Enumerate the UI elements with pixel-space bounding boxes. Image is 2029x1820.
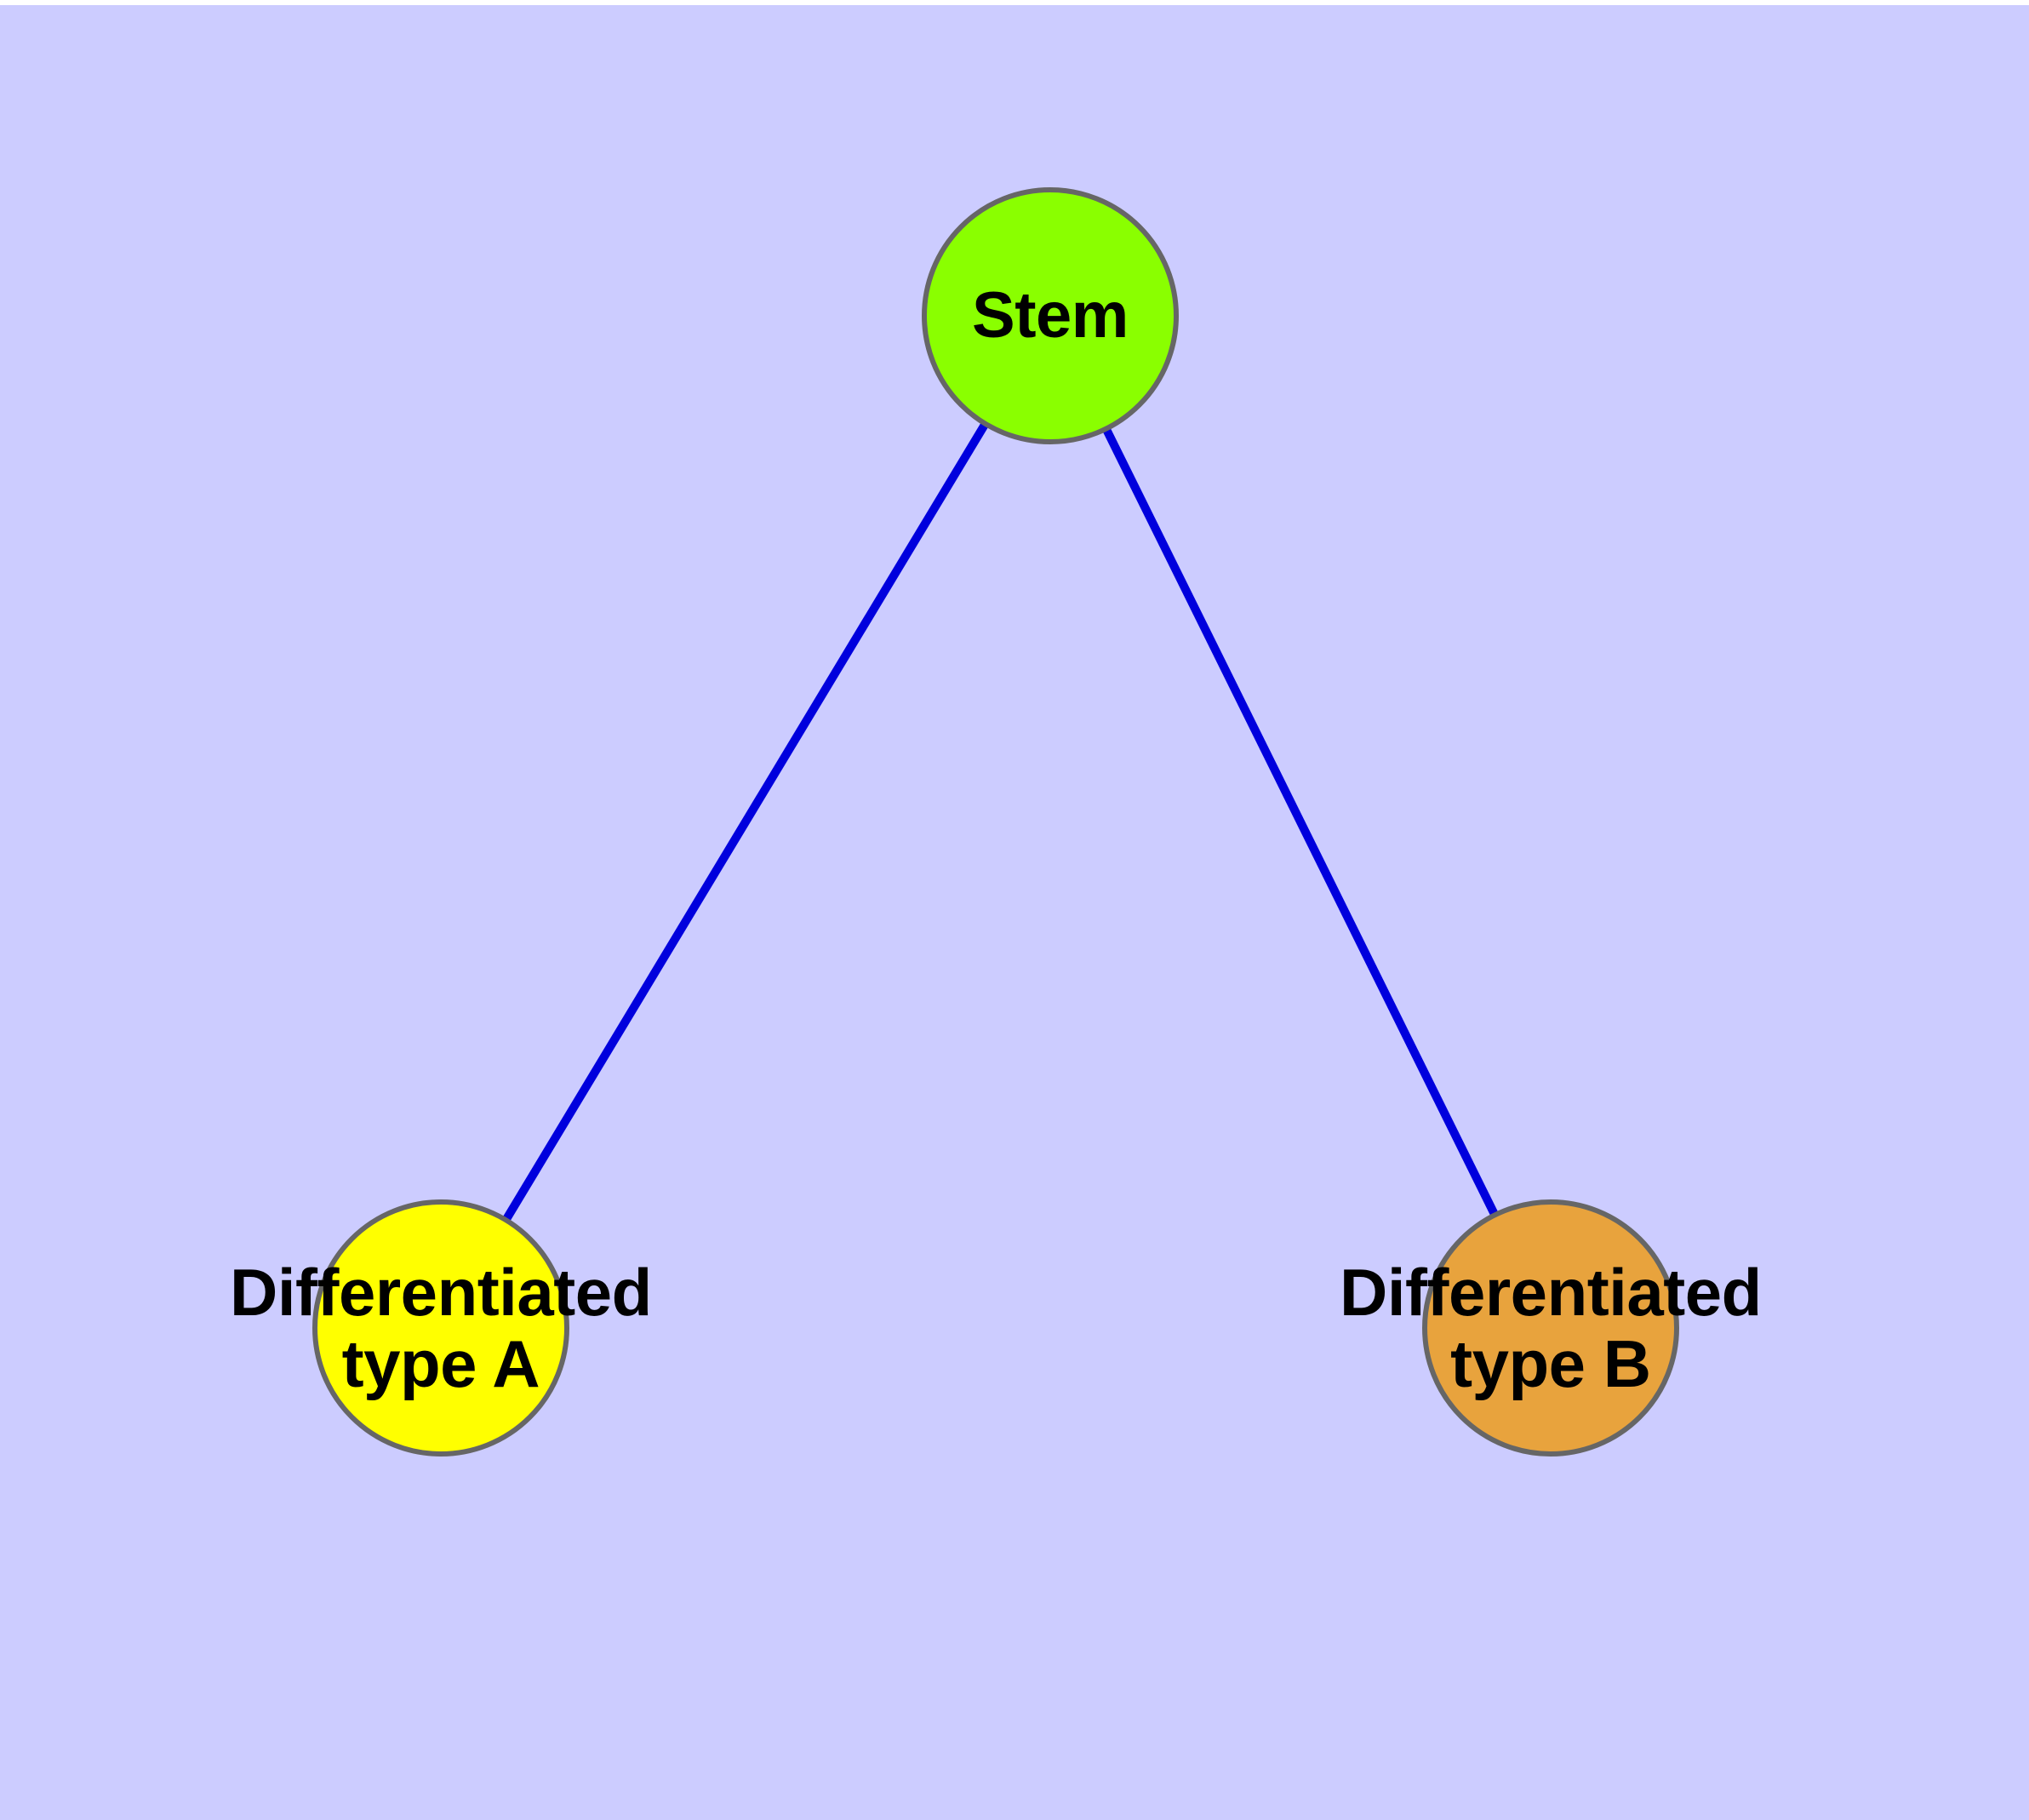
graph-node-diff_a[interactable]	[312, 1199, 569, 1457]
graph-node-stem[interactable]	[922, 187, 1179, 444]
graph-edge-stem-to-diff_b[interactable]	[1046, 313, 1555, 1331]
graph-edge-stem-to-diff_a[interactable]	[437, 313, 1055, 1331]
edge-layer	[437, 313, 1555, 1331]
node-layer	[312, 187, 1679, 1457]
graph-node-diff_b[interactable]	[1422, 1199, 1679, 1457]
